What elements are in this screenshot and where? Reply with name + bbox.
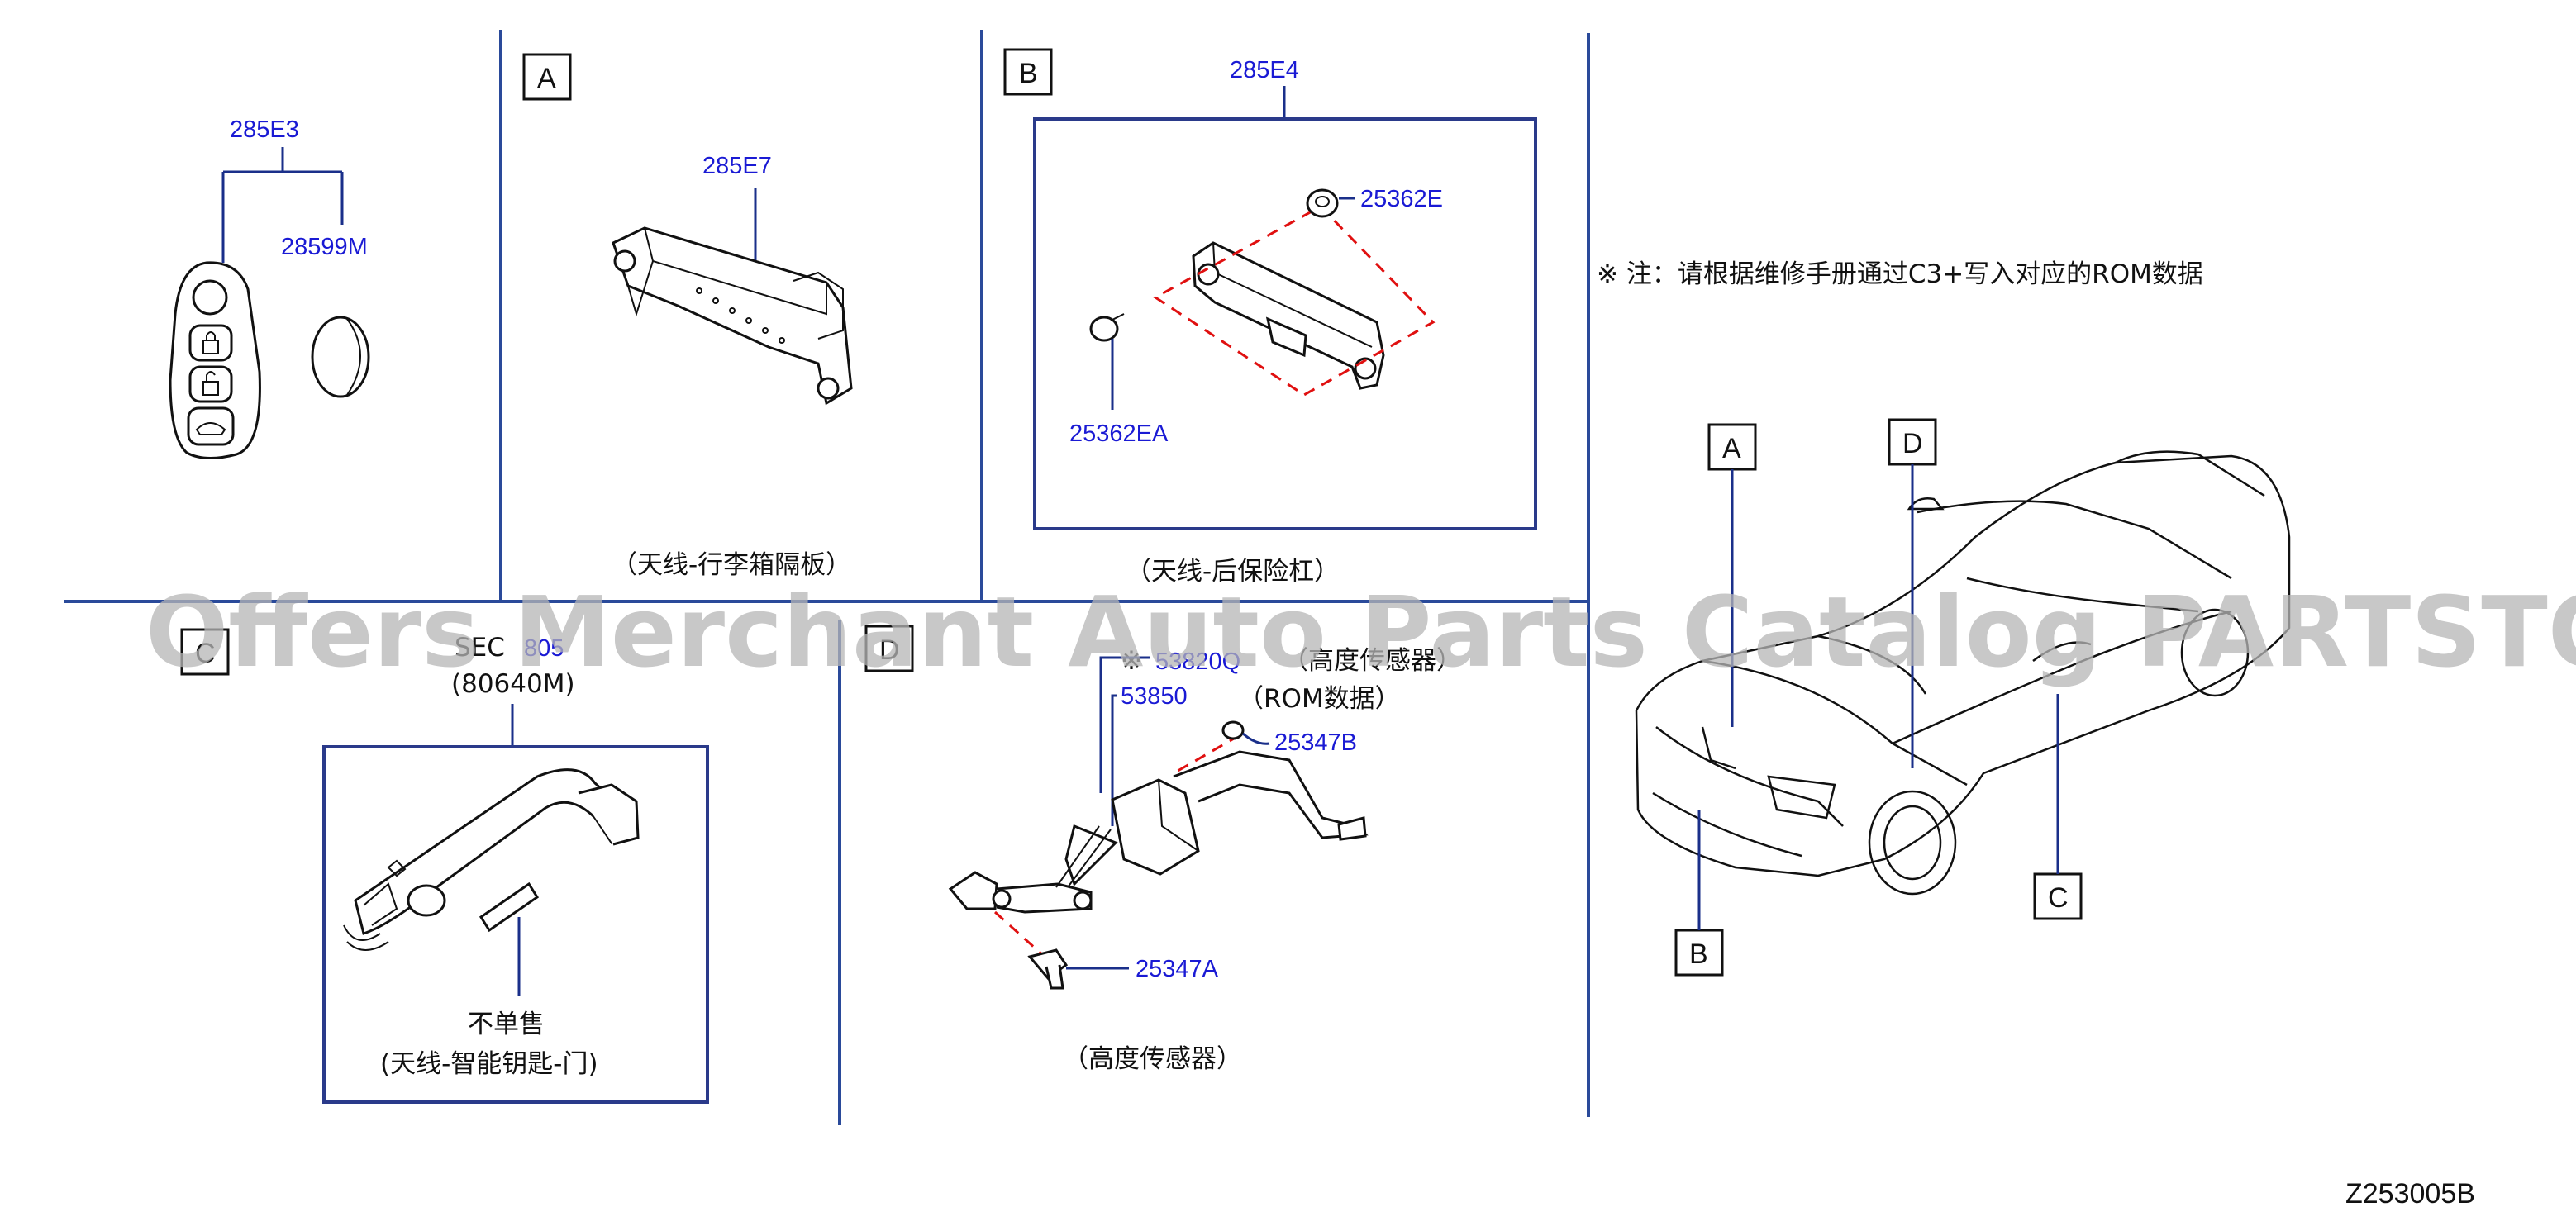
figure-code: Z253005B <box>2345 1178 2475 1209</box>
part-label-25347A: 25347A <box>1136 956 1219 982</box>
height-sensor-note: （高度传感器） <box>1283 646 1462 676</box>
rom-write-note: ※ 注：请根据维修手册通过C3+写入对应的ROM数据 <box>1597 259 2203 289</box>
overview-panel: ※ 注：请根据维修手册通过C3+写入对应的ROM数据 A <box>1597 259 2291 977</box>
car-rear-three-quarter-view <box>1635 450 2291 896</box>
height-sensor-assembly <box>948 750 1369 914</box>
part-label-28599M: 28599M <box>281 234 368 260</box>
panel-d-caption: （高度传感器） <box>1063 1044 1242 1074</box>
svg-text:B: B <box>1689 939 1708 970</box>
part-label-25347B: 25347B <box>1274 729 1357 756</box>
panel-a-caption: （天线-行李箱隔板） <box>612 550 851 580</box>
panel-a: A 285E7 （天线-行李箱隔板） <box>522 53 853 580</box>
bolt-25347A <box>1027 948 1069 990</box>
sec-code-sub: (80640M) <box>451 669 575 699</box>
antenna-trunk-bracket <box>612 226 853 406</box>
panel-d: D ※ 53820Q （高度传感器） （ROM数据） 53850 25347B <box>864 625 1462 1074</box>
nut-25347B <box>1221 720 1245 740</box>
part-label-285E3: 285E3 <box>230 116 299 143</box>
part-label-25362E: 25362E <box>1360 186 1443 212</box>
callout-d: D <box>1888 418 1937 768</box>
panel-letter-b: B <box>1019 58 1038 89</box>
sec-code-prefix: SEC <box>455 633 505 663</box>
panel-letter-c: C <box>195 638 216 669</box>
svg-text:A: A <box>1722 433 1741 464</box>
panel-b: B 285E4 25362E 25362EA （天线-后保险杠） <box>1003 48 1537 587</box>
panel-dividers <box>64 30 1590 1125</box>
panel-letter-a: A <box>537 63 556 94</box>
part-label-25362EA: 25362EA <box>1069 421 1169 447</box>
screw-25362EA <box>1089 313 1125 342</box>
key-fob-group: 285E3 28599M <box>169 116 370 459</box>
panel-c-caption: (天线-智能钥匙-门) <box>380 1049 598 1079</box>
clip-nut-25362E <box>1306 188 1339 218</box>
panel-b-caption: （天线-后保险杠） <box>1126 557 1340 587</box>
rom-data-note: （ROM数据） <box>1238 684 1401 714</box>
callout-b: B <box>1674 810 1724 977</box>
not-sold-separately: 不单售 <box>468 1010 545 1039</box>
callout-c: C <box>2033 694 2083 920</box>
antenna-rear-bumper-bracket <box>1192 241 1385 390</box>
smart-key-fob <box>169 261 261 459</box>
part-label-53850: 53850 <box>1121 683 1188 710</box>
svg-text:D: D <box>1902 428 1923 459</box>
panel-c: C SEC 805 (80640M) 不单售 (天线-智能钥匙-门) <box>180 628 709 1104</box>
callout-a: A <box>1707 423 1757 727</box>
door-handle-antenna <box>343 768 640 951</box>
panel-letter-d: D <box>879 634 900 666</box>
part-label-285E4: 285E4 <box>1230 57 1299 83</box>
sec-code-number: 805 <box>524 635 564 662</box>
part-label-53820Q: 53820Q <box>1155 649 1240 675</box>
watermark-text: Offers Merchant Auto Parts Catalog PARTS… <box>145 575 2576 689</box>
asterisk-mark: ※ <box>1121 646 1142 676</box>
battery-coin-cell <box>311 316 370 398</box>
svg-text:C: C <box>2048 882 2069 914</box>
part-label-285E7: 285E7 <box>702 153 772 179</box>
